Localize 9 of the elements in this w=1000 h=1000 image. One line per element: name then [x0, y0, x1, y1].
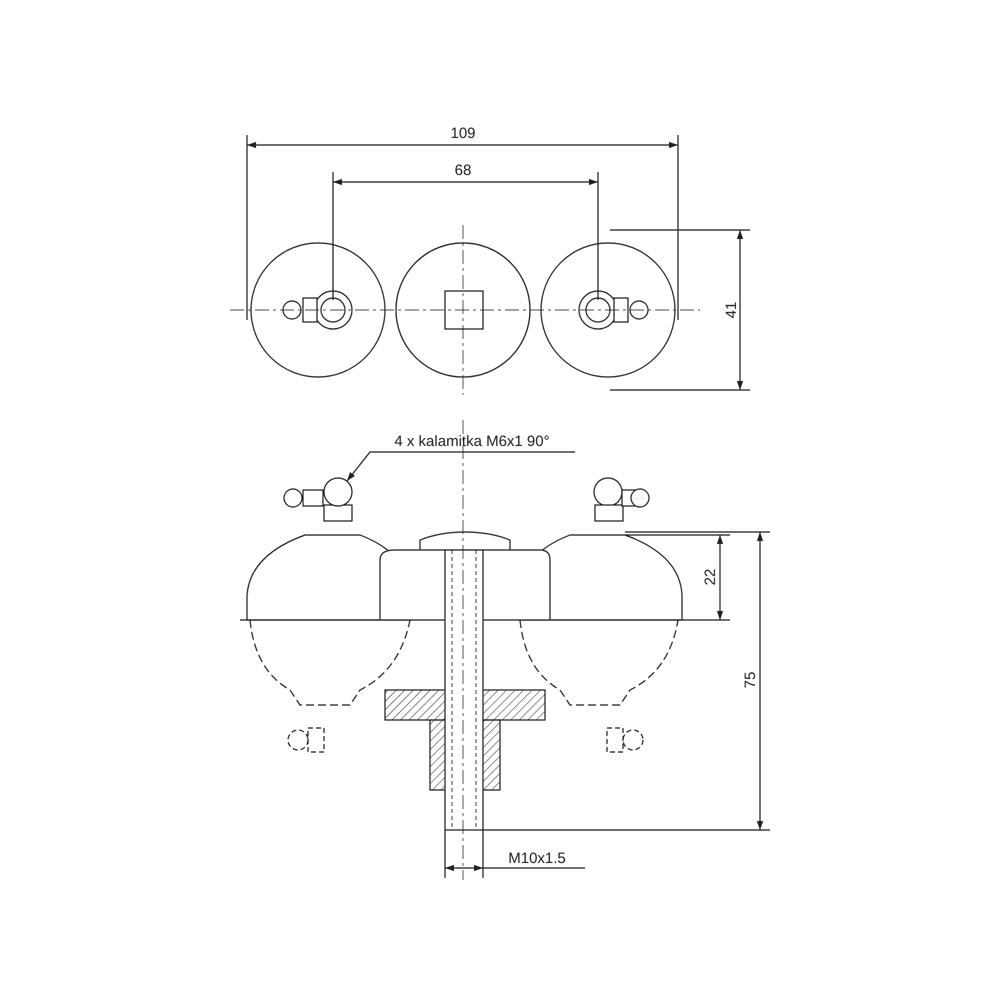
dimension-label: 75: [742, 672, 760, 688]
leader-line: [346, 451, 575, 482]
dimension-label: 22: [702, 568, 720, 586]
grease-nipple-drawing: [283, 477, 353, 522]
dimension-label: 109: [450, 125, 476, 143]
dimension-label: M10x1.5: [508, 850, 566, 868]
callout-text: 4 x kalamitka M6x1 90°: [394, 433, 550, 451]
dimension-label: 41: [723, 302, 741, 318]
dimension-label: 68: [454, 162, 472, 180]
